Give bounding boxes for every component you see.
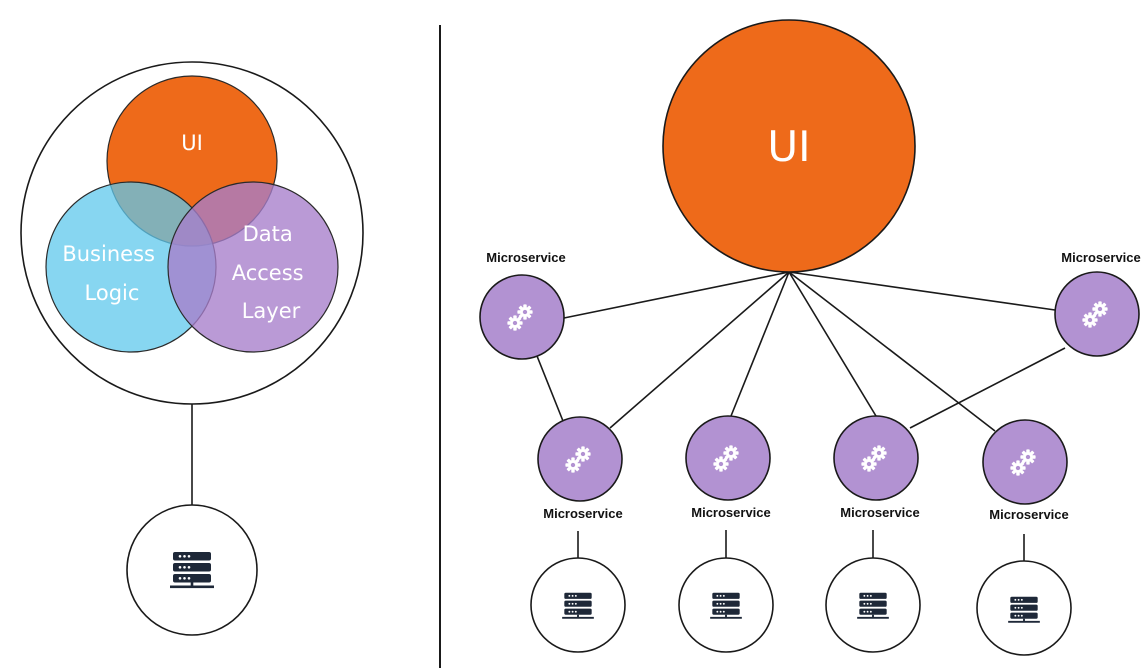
microservice-database bbox=[678, 557, 774, 653]
ui-frontend-label: UI bbox=[767, 122, 810, 171]
microservice-bottom-4: Microservice bbox=[976, 419, 1072, 656]
microservice-bottom-1: Microservice bbox=[530, 416, 626, 653]
data-access-layer-circle bbox=[167, 181, 339, 353]
microservice-label: Microservice bbox=[691, 505, 771, 520]
data-access-label-line-1: Data bbox=[243, 222, 293, 246]
microservice-bottom-2: Microservice bbox=[678, 415, 774, 653]
microservice-database bbox=[530, 557, 626, 653]
microservice-database bbox=[825, 557, 921, 653]
microservice-top-left: Microservice bbox=[479, 250, 566, 360]
ui-layer-label: UI bbox=[181, 131, 203, 155]
microservices-architecture: UI Microservice Microservice Microservic… bbox=[479, 19, 1141, 656]
microservice-label: Microservice bbox=[840, 505, 920, 520]
microservice-label: Microservice bbox=[989, 507, 1069, 522]
microservice-database bbox=[976, 560, 1072, 656]
venn-diagram bbox=[45, 75, 339, 353]
business-logic-label-line-2: Logic bbox=[85, 281, 140, 305]
monolith-architecture: UI Business Logic Data Access Layer bbox=[20, 61, 364, 636]
microservice-label: Microservice bbox=[543, 506, 623, 521]
microservice-label: Microservice bbox=[486, 250, 566, 265]
business-logic-label-line-1: Business bbox=[62, 242, 155, 266]
microservice-bottom-3: Microservice bbox=[825, 415, 921, 653]
ui-frontend-circle bbox=[662, 19, 916, 273]
microservice-label: Microservice bbox=[1061, 250, 1141, 265]
service-connections bbox=[536, 271, 1066, 432]
monolith-database bbox=[126, 504, 258, 636]
data-access-label-line-3: Layer bbox=[242, 299, 301, 323]
data-access-label-line-2: Access bbox=[232, 261, 304, 285]
data-access-layer-label: Data Access Layer bbox=[232, 222, 311, 323]
microservice-top-right: Microservice bbox=[1054, 250, 1141, 357]
business-logic-label: Business Logic bbox=[62, 242, 161, 305]
